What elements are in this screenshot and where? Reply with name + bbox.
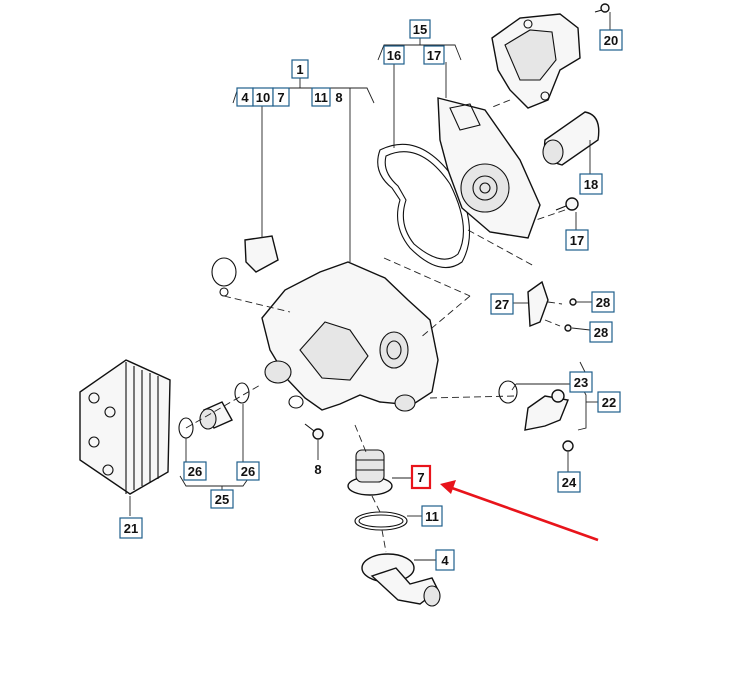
svg-text:21: 21	[124, 521, 138, 536]
label-20[interactable]: 20	[599, 29, 623, 51]
coupling-25-part	[178, 382, 250, 439]
label-7-highlighted[interactable]: 7	[410, 464, 432, 490]
label-16[interactable]: 16	[383, 45, 405, 65]
label-28-b[interactable]: 28	[589, 321, 613, 343]
label-17-lower[interactable]: 17	[565, 229, 589, 251]
bracket-27-part	[527, 280, 577, 332]
thermostat-housing-part	[261, 261, 439, 412]
label-18[interactable]: 18	[579, 173, 603, 195]
svg-text:23: 23	[574, 375, 588, 390]
thermostat-part	[347, 449, 393, 496]
svg-text:8: 8	[314, 462, 321, 477]
svg-text:17: 17	[570, 233, 584, 248]
svg-text:22: 22	[602, 395, 616, 410]
label-24[interactable]: 24	[557, 471, 581, 493]
label-8-top[interactable]: 8	[335, 90, 342, 105]
svg-text:7: 7	[417, 470, 424, 485]
label-27[interactable]: 27	[490, 293, 514, 315]
flange-22-part	[498, 380, 574, 452]
thermostat-seal-part	[211, 235, 279, 297]
bolt-8-part	[304, 423, 324, 440]
label-17-top[interactable]: 17	[423, 45, 445, 65]
assembly-dashes	[185, 99, 566, 553]
svg-text:26: 26	[241, 464, 255, 479]
label-4-lower[interactable]: 4	[435, 549, 455, 571]
svg-text:26: 26	[188, 464, 202, 479]
pump-cover-part	[491, 13, 581, 109]
label-4-top[interactable]: 4	[236, 87, 254, 107]
label-23[interactable]: 23	[569, 371, 593, 393]
svg-text:7: 7	[277, 90, 284, 105]
svg-text:11: 11	[314, 90, 328, 105]
label-26-b[interactable]: 26	[236, 461, 260, 481]
svg-text:8: 8	[335, 90, 342, 105]
label-11-top[interactable]: 11	[311, 87, 331, 107]
oil-cooler-part	[79, 359, 171, 495]
label-11-lower[interactable]: 11	[421, 505, 443, 527]
svg-text:24: 24	[562, 475, 577, 490]
svg-text:4: 4	[241, 90, 249, 105]
svg-text:10: 10	[256, 90, 270, 105]
svg-text:25: 25	[215, 492, 229, 507]
gasket-16-part	[377, 143, 471, 269]
label-25[interactable]: 25	[210, 489, 234, 509]
label-10[interactable]: 10	[252, 87, 274, 107]
label-15[interactable]: 15	[409, 19, 431, 39]
label-28-a[interactable]: 28	[591, 291, 615, 313]
o-ring-11-part	[354, 511, 408, 531]
bolt-17-part	[555, 197, 579, 211]
svg-text:28: 28	[594, 325, 608, 340]
label-8-lower[interactable]: 8	[314, 462, 321, 477]
svg-text:28: 28	[596, 295, 610, 310]
svg-text:18: 18	[584, 177, 598, 192]
svg-text:1: 1	[296, 62, 303, 77]
svg-text:4: 4	[441, 553, 449, 568]
svg-text:15: 15	[413, 22, 427, 37]
highlight-arrow	[440, 480, 599, 542]
label-21[interactable]: 21	[119, 517, 143, 539]
water-pump-part	[437, 97, 541, 239]
label-26-a[interactable]: 26	[183, 461, 207, 481]
thermostat-cover-part	[361, 553, 441, 607]
svg-text:17: 17	[427, 48, 441, 63]
svg-text:11: 11	[425, 509, 439, 524]
leader-lines	[129, 12, 611, 561]
svg-text:16: 16	[387, 48, 401, 63]
bolt-20-part	[594, 3, 610, 13]
label-1[interactable]: 1	[291, 59, 309, 79]
pulley-cone-part	[542, 111, 600, 166]
label-7-top[interactable]: 7	[272, 87, 290, 107]
svg-text:27: 27	[495, 297, 509, 312]
label-22[interactable]: 22	[597, 391, 621, 413]
svg-text:20: 20	[604, 33, 618, 48]
